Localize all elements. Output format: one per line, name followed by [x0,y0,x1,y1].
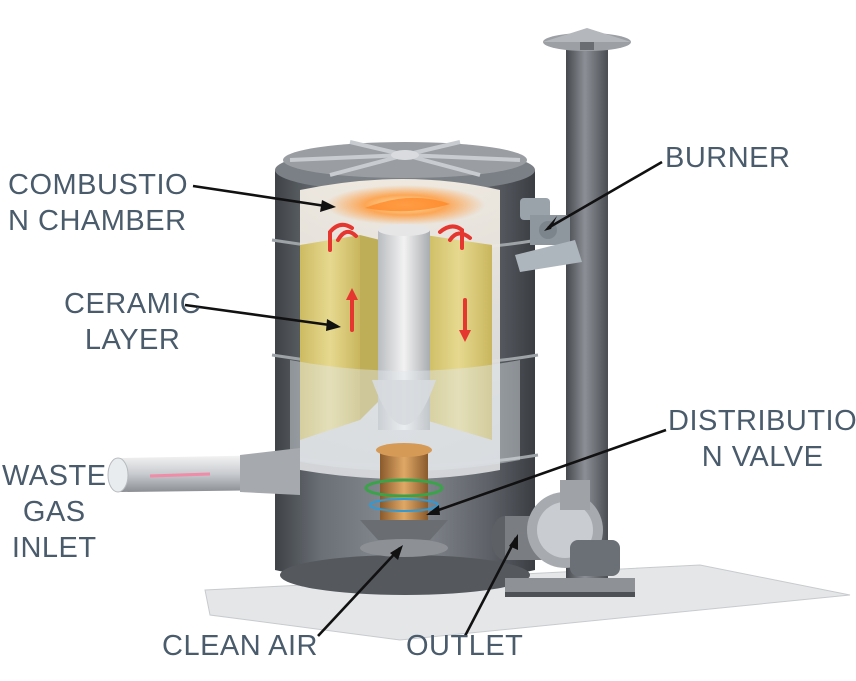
cutaway-interior [290,179,520,479]
ceramic-bed-right [425,235,492,440]
waste-gas-inlet-pipe [107,448,300,495]
leader-burner [547,160,663,230]
leader-outlet [463,537,518,637]
label-ceramic-layer: CERAMIC LAYER [64,286,201,358]
leader-distribution-valve [429,428,667,515]
label-line: CLEAN AIR [162,630,318,662]
arrowhead-outlet [509,534,518,550]
arrowhead-valve [426,505,440,515]
label-line: DISTRIBUTIO [668,405,856,437]
arrowhead-burner [544,216,557,231]
burner-unit [515,198,582,272]
label-line: OUTLET [406,630,524,662]
label-line: GAS [22,496,86,528]
label-line: BURNER [665,142,791,174]
label-line: WASTE [2,460,107,492]
label-outlet: OUTLET [406,628,523,664]
label-line: INLET [11,532,97,564]
label-waste-gas-inlet: WASTE GAS INLET [2,458,107,566]
leader-combustion-chamber [192,184,333,209]
label-line: N VALVE [701,441,824,473]
label-distribution-valve: DISTRIBUTIO N VALVE [668,403,856,475]
leader-clean-air [317,547,401,637]
arrowhead-combustion [320,200,336,212]
arrowhead-clean-air [390,545,403,560]
label-line: CERAMIC [64,288,202,320]
label-line: LAYER [84,324,181,356]
distribution-valve-assembly [360,443,448,557]
flow-arrows [328,222,472,332]
leader-ceramic-layer [184,303,338,328]
blower-fan [491,480,635,597]
label-line: N CHAMBER [8,205,187,237]
arrowhead-ceramic [326,319,341,331]
label-line: COMBUSTIO [8,169,189,201]
label-burner: BURNER [665,140,790,176]
label-clean-air: CLEAN AIR [162,628,318,664]
leader-lines [184,160,667,637]
ceramic-bed-left [300,235,360,440]
label-combustion-chamber: COMBUSTIO N CHAMBER [8,167,188,239]
